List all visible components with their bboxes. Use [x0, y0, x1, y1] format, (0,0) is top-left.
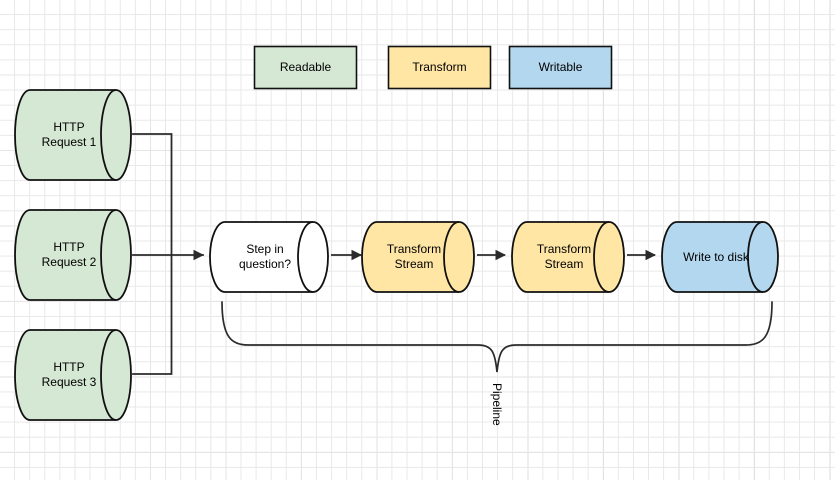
edge-sources-to-step [132, 133, 205, 375]
transform-stream-2-cap [593, 221, 610, 293]
http-request-3-cap [100, 329, 117, 421]
legend-swatch-writable [508, 45, 613, 90]
stage-cylinder-write-to-disk[interactable] [661, 221, 779, 293]
write-to-disk-cap [747, 221, 764, 293]
http-request-3-body [14, 329, 132, 421]
http-request-1-body [14, 89, 132, 181]
http-request-2-body [14, 209, 132, 301]
write-to-disk-body [661, 221, 779, 293]
step-in-question-body [209, 221, 329, 293]
step-in-question-cap [297, 221, 314, 293]
source-cylinder-http-request-3[interactable] [14, 329, 132, 421]
source-cylinder-http-request-1[interactable] [14, 89, 132, 181]
stage-cylinder-transform-stream-2[interactable] [511, 221, 625, 293]
http-request-2-cap [100, 209, 117, 301]
pipeline-brace [221, 301, 773, 373]
pipeline-brace-label: Pipeline [490, 383, 504, 426]
stage-cylinder-step-in-question[interactable] [209, 221, 329, 293]
transform-stream-1-cap [443, 221, 460, 293]
legend-swatch-readable [253, 45, 358, 90]
stage-cylinder-transform-stream-1[interactable] [361, 221, 475, 293]
transform-stream-2-body [511, 221, 625, 293]
http-request-1-cap [100, 89, 117, 181]
edge-http3-branch [132, 254, 173, 375]
transform-stream-1-body [361, 221, 475, 293]
legend-swatch-transform [387, 45, 492, 90]
source-cylinder-http-request-2[interactable] [14, 209, 132, 301]
pipeline-brace-path [221, 301, 773, 373]
edge-http1-branch [132, 133, 173, 256]
legend-group [253, 45, 613, 90]
